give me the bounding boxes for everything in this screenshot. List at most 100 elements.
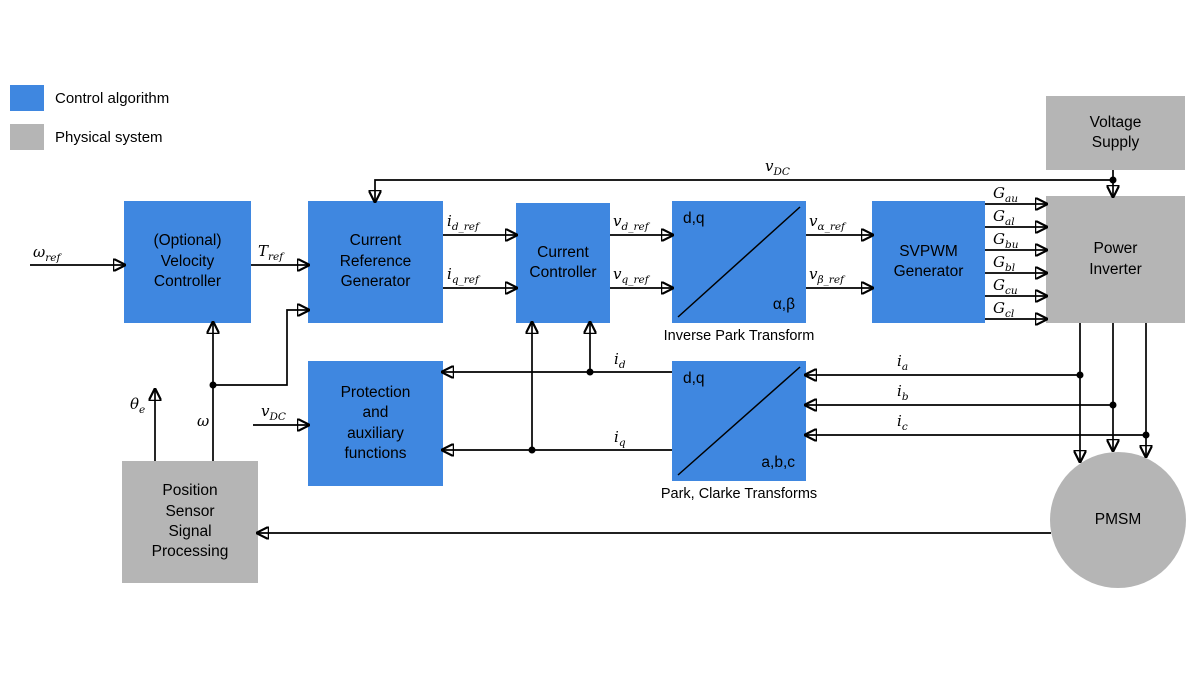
signal-label-vbeta-ref: vβ_ref xyxy=(809,265,844,286)
signal-label-t-ref: Tref xyxy=(258,242,283,263)
signal-base: i xyxy=(614,350,619,368)
signal-sub: α_ref xyxy=(817,221,845,233)
legend-item-control-algorithm: Control algorithm xyxy=(10,85,169,111)
signal-sub: q_ref xyxy=(621,274,649,286)
inverse-park-alphabeta-label: α,β xyxy=(772,295,795,313)
signal-sub: cu xyxy=(1004,285,1018,297)
signal-sub: q xyxy=(618,437,626,449)
protection-auxiliary-block: Protection and auxiliary functions xyxy=(308,361,443,486)
signal-sub: DC xyxy=(773,166,790,178)
signal-base: G xyxy=(993,230,1005,248)
signal-sub: cl xyxy=(1004,308,1015,320)
signal-base: v xyxy=(613,265,622,283)
signal-label-id-ref: id_ref xyxy=(447,212,479,233)
signal-base: G xyxy=(993,299,1005,317)
park-clarke-transform-block: d,q a,b,c xyxy=(672,361,806,481)
signal-base: v xyxy=(765,157,774,175)
arrow-omega-to-current-ref-gen xyxy=(213,310,308,386)
junction-dot-ic xyxy=(1142,431,1150,439)
inverse-park-transform-block: d,q α,β xyxy=(672,201,806,323)
signal-label-g-au: Gau xyxy=(993,184,1018,205)
signal-sub: al xyxy=(1004,216,1015,228)
signal-base: v xyxy=(613,212,622,230)
signal-label-g-cu: Gcu xyxy=(993,276,1018,297)
signal-sub: bl xyxy=(1004,262,1016,274)
signal-sub: au xyxy=(1004,193,1019,205)
pmsm-block: PMSM xyxy=(1050,452,1186,588)
signal-label-valpha-ref: vα_ref xyxy=(809,212,845,233)
signal-label-iq-ref: iq_ref xyxy=(447,265,479,286)
junction-dot-ia xyxy=(1076,371,1084,379)
park-clarke-abc-label: a,b,c xyxy=(761,453,795,471)
signal-sub: DC xyxy=(269,411,286,423)
signal-sub: bu xyxy=(1004,239,1019,251)
signal-label-i-a: ia xyxy=(897,352,908,373)
svpwm-generator-block: SVPWM Generator xyxy=(872,201,985,323)
velocity-controller-block: (Optional) Velocity Controller xyxy=(124,201,251,323)
park-clarke-dq-label: d,q xyxy=(683,370,705,387)
signal-base: i xyxy=(897,382,902,400)
signal-label-omega: ω xyxy=(197,412,209,433)
signal-label-omega-ref: ωref xyxy=(33,243,60,264)
position-sensor-block: Position Sensor Signal Processing xyxy=(122,461,258,583)
current-reference-generator-block: Current Reference Generator xyxy=(308,201,443,323)
signal-base: G xyxy=(993,184,1005,202)
signal-sub: d xyxy=(618,359,626,371)
park-clarke-diagonal xyxy=(677,366,801,476)
voltage-supply-label: Voltage Supply xyxy=(1089,113,1142,151)
signal-sub: c xyxy=(901,421,908,433)
signal-label-i-q: iq xyxy=(614,428,626,449)
junction-dot-iq xyxy=(528,446,536,454)
signal-base: θ xyxy=(130,395,140,413)
signal-base: T xyxy=(258,242,269,260)
legend-item-physical-system: Physical system xyxy=(10,124,169,150)
protection-auxiliary-label: Protection and auxiliary functions xyxy=(340,383,411,462)
signal-sub: d_ref xyxy=(621,221,649,233)
signal-label-vdc-protection: vDC xyxy=(261,402,286,423)
current-controller-label: Current Controller xyxy=(529,243,597,281)
signal-base: i xyxy=(447,265,452,283)
legend-label-control: Control algorithm xyxy=(55,89,170,107)
velocity-controller-label: (Optional) Velocity Controller xyxy=(153,232,222,291)
legend-swatch-physical xyxy=(10,124,44,150)
junction-dot-id xyxy=(586,368,594,376)
arrow-vdc-to-current-ref-gen xyxy=(375,179,1113,201)
signal-base: ω xyxy=(33,243,46,261)
signal-label-i-c: ic xyxy=(897,412,908,433)
signal-sub: ref xyxy=(45,252,61,264)
signal-sub: a xyxy=(901,361,909,373)
junction-dot-omega xyxy=(209,381,217,389)
svpwm-generator-label: SVPWM Generator xyxy=(893,242,964,280)
signal-base: v xyxy=(261,402,270,420)
signal-base: G xyxy=(993,207,1005,225)
current-controller-block: Current Controller xyxy=(516,203,610,323)
position-sensor-label: Position Sensor Signal Processing xyxy=(151,482,229,561)
legend: Control algorithm Physical system xyxy=(10,85,169,163)
signal-sub: e xyxy=(139,404,146,416)
signal-sub: b xyxy=(901,391,909,403)
signal-base: v xyxy=(809,212,818,230)
signal-label-theta-e: θe xyxy=(130,395,145,416)
signal-label-vdc-top: vDC xyxy=(765,157,790,178)
signal-base: i xyxy=(897,352,902,370)
signal-label-vd-ref: vd_ref xyxy=(613,212,649,233)
legend-swatch-control xyxy=(10,85,44,111)
signal-label-g-bl: Gbl xyxy=(993,253,1015,274)
signal-label-g-al: Gal xyxy=(993,207,1015,228)
legend-label-physical: Physical system xyxy=(55,128,163,146)
power-inverter-label: Power Inverter xyxy=(1089,240,1142,278)
park-clarke-caption: Park, Clarke Transforms xyxy=(660,486,818,502)
power-inverter-block: Power Inverter xyxy=(1046,196,1185,323)
current-reference-generator-label: Current Reference Generator xyxy=(339,232,412,291)
inverse-park-diagonal xyxy=(677,206,801,318)
signal-sub: β_ref xyxy=(817,274,844,286)
signal-base: i xyxy=(447,212,452,230)
signal-label-vq-ref: vq_ref xyxy=(613,265,649,286)
junction-dot-ib xyxy=(1109,401,1117,409)
inverse-park-dq-label: d,q xyxy=(683,210,705,227)
signal-label-g-cl: Gcl xyxy=(993,299,1014,320)
signal-base: i xyxy=(897,412,902,430)
signal-sub: ref xyxy=(268,251,284,263)
signal-label-i-d: id xyxy=(614,350,626,371)
signal-sub: d_ref xyxy=(451,221,479,233)
